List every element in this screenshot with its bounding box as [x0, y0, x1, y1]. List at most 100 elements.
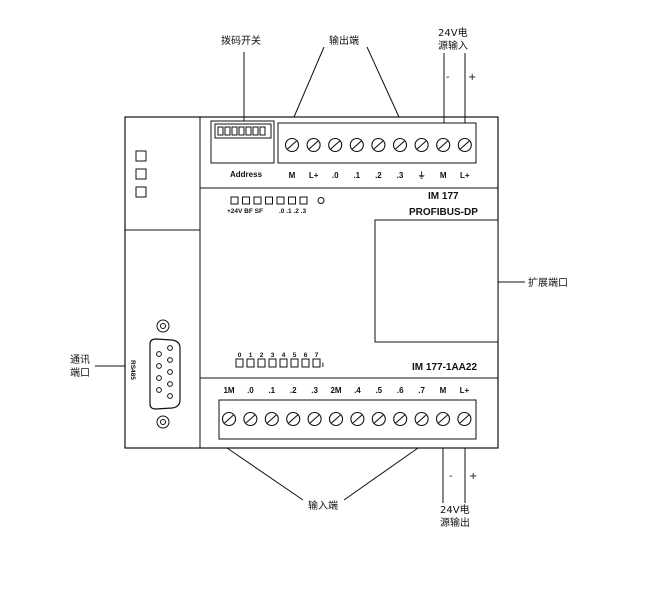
terminal-screw[interactable]	[392, 137, 408, 153]
screw-slot	[416, 140, 427, 150]
input-callout-line-right	[343, 447, 419, 501]
input-terminal-label: .4	[354, 386, 361, 395]
terminal-screw[interactable]	[435, 411, 451, 427]
input-terminal-label: M	[440, 386, 447, 395]
comm-port-callout-line2: 端口	[70, 366, 90, 379]
output-callout-line-right	[366, 46, 400, 118]
terminal-screw[interactable]	[328, 137, 343, 153]
status-led	[253, 196, 262, 205]
input-terminal-label: .3	[311, 386, 318, 395]
input-led	[290, 358, 299, 368]
terminal-screw[interactable]	[264, 411, 279, 427]
dip-switch-callout: 拨码开关	[221, 34, 261, 47]
terminal-screw[interactable]	[349, 137, 364, 153]
terminal-screw[interactable]	[221, 411, 237, 427]
module-type: PROFIBUS-DP	[409, 207, 478, 218]
input-led	[301, 358, 310, 368]
screw-slot	[438, 414, 448, 424]
terminal-screw[interactable]	[350, 411, 365, 427]
terminal-screw[interactable]	[457, 137, 472, 153]
screw-slot	[308, 140, 319, 150]
dip-switch-lever[interactable]	[231, 126, 238, 136]
input-terminal-label: 2M	[330, 386, 341, 395]
status-led	[299, 196, 308, 205]
output-terminal-label: .2	[375, 171, 382, 180]
screw-slot	[373, 414, 384, 424]
input-terminal-label: .1	[268, 386, 275, 395]
input-terminal-label: 1M	[223, 386, 234, 395]
expansion-port[interactable]	[374, 219, 499, 343]
dip-switch-lever[interactable]	[245, 126, 252, 136]
input-terminals-callout: 输入端	[308, 499, 338, 512]
input-led-number: 2	[260, 352, 264, 359]
input-terminal-block	[218, 399, 477, 440]
terminal-screw[interactable]	[393, 411, 408, 427]
rs485-pin	[156, 387, 162, 393]
terminal-screw[interactable]	[457, 411, 472, 427]
terminal-screw[interactable]	[371, 411, 386, 427]
power-in-plus: +	[468, 72, 476, 83]
terminal-screw[interactable]	[371, 137, 386, 153]
dip-switch-lever[interactable]	[217, 126, 224, 136]
terminal-screw[interactable]	[243, 411, 258, 427]
module-name: IM 177	[428, 191, 459, 202]
status-led-labels: +24V BF SF	[227, 208, 263, 215]
terminal-screw[interactable]	[284, 137, 300, 153]
power-in-callout-line1: 24V电	[438, 26, 468, 39]
address-label: Address	[230, 170, 263, 179]
indicator-square	[135, 168, 147, 180]
input-terminal-label: L+	[460, 386, 470, 395]
terminal-screw[interactable]	[307, 411, 322, 427]
screw-slot	[351, 140, 362, 150]
screw-slot	[331, 414, 341, 424]
input-terminal-label: .6	[397, 386, 404, 395]
power-out-plus: +	[469, 471, 477, 482]
rs485-connector[interactable]	[149, 338, 181, 410]
dip-switch-lever[interactable]	[224, 126, 231, 136]
status-led	[288, 196, 296, 205]
input-led-end-mark: I	[322, 362, 324, 369]
dip-switch[interactable]	[210, 120, 275, 164]
power-in-callout-line2: 源输入	[438, 39, 468, 52]
dip-switch-lever[interactable]	[238, 126, 245, 136]
input-led-number: 0	[238, 352, 242, 359]
output-terminal-label: L+	[309, 171, 319, 180]
terminal-screw[interactable]	[286, 411, 301, 427]
terminal-screw[interactable]	[306, 137, 321, 153]
output-terminal-label: L+	[460, 171, 470, 180]
rs485-pin	[167, 393, 173, 399]
screw-slot	[224, 414, 234, 424]
output-terminal-screws	[284, 137, 472, 153]
dip-switch-lever[interactable]	[259, 126, 266, 136]
screw-slot	[416, 414, 427, 424]
output-terminal-label: M	[440, 171, 447, 180]
screw-slot	[459, 140, 470, 150]
connector-screw-top-center	[160, 323, 166, 329]
input-led	[257, 358, 266, 368]
input-led-number: 3	[271, 352, 275, 359]
dip-switch-lever[interactable]	[252, 126, 259, 136]
input-terminal-label: .0	[247, 386, 254, 395]
terminal-screw[interactable]	[436, 137, 451, 153]
screw-slot	[245, 414, 256, 424]
input-led-number: 4	[282, 352, 286, 359]
status-led	[242, 196, 250, 205]
terminal-screw[interactable]	[414, 411, 429, 427]
left-indicator-squares	[135, 150, 147, 198]
input-terminal-label: .2	[290, 386, 297, 395]
terminal-screw[interactable]	[414, 137, 429, 153]
status-led-round	[317, 197, 325, 204]
terminal-screw[interactable]	[328, 411, 344, 427]
expansion-port-callout: 扩展端口	[528, 276, 568, 289]
indicator-square	[135, 186, 147, 198]
screw-slot	[395, 140, 405, 150]
input-terminal-label: .7	[418, 386, 425, 395]
output-terminal-label: .1	[353, 171, 360, 180]
status-led	[230, 196, 239, 205]
rs485-pin	[156, 363, 162, 369]
rs485-pin	[167, 357, 173, 363]
screw-slot	[288, 414, 299, 424]
